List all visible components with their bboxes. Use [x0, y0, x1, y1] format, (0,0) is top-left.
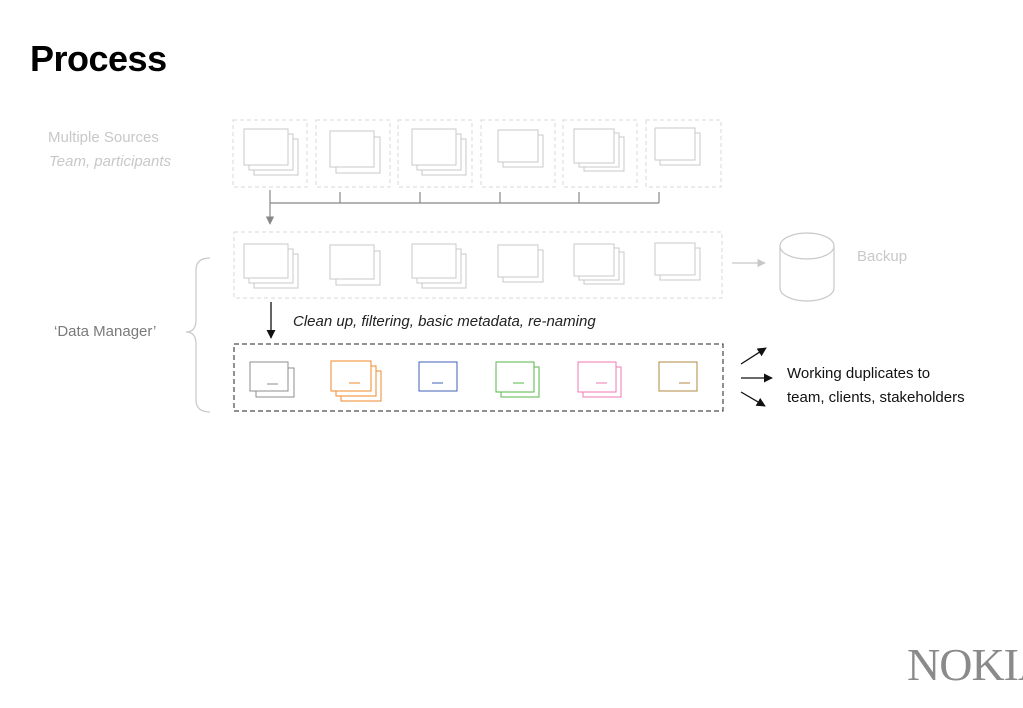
- collector-connector: [265, 190, 660, 225]
- source-box-4: [480, 119, 556, 188]
- backup-database-icon: [779, 232, 835, 302]
- working-set-brown: [658, 361, 698, 392]
- sources-label: Multiple Sources: [48, 129, 159, 146]
- working-set-gray: [249, 361, 295, 398]
- distribution-arrows: [740, 347, 773, 407]
- collected-container: [233, 231, 723, 299]
- source-box-5: [562, 119, 638, 188]
- data-manager-label: ‘Data Manager’: [54, 323, 157, 340]
- page-title: Process: [30, 38, 167, 79]
- source-boxes-row: [232, 119, 722, 188]
- source-box-3: [397, 119, 473, 188]
- collected-row: [233, 231, 723, 299]
- working-set-blue: [418, 361, 458, 392]
- source-box-6: [645, 119, 722, 188]
- working-set-pink: [577, 361, 622, 398]
- collected-set-4: [497, 244, 544, 283]
- working-duplicates-line-2: team, clients, stakeholders: [787, 389, 965, 406]
- source-box-2: [315, 119, 391, 188]
- arrow-up-right: [740, 347, 767, 365]
- source-box-1: [232, 119, 308, 188]
- arrow-down-right: [740, 391, 766, 407]
- working-duplicates-line-1: Working duplicates to: [787, 365, 931, 382]
- collected-set-3: [411, 243, 467, 289]
- collected-set-2: [329, 244, 381, 286]
- working-set-orange: [330, 360, 382, 402]
- working-copies-row: [233, 343, 724, 412]
- process-step-note: Clean up, filtering, basic metadata, re-…: [293, 313, 596, 330]
- collected-set-1: [243, 243, 299, 289]
- working-set-green: [495, 361, 540, 398]
- working-duplicates-text: Working duplicates to team, clients, sta…: [787, 362, 965, 410]
- data-manager-brace: [185, 257, 211, 413]
- sources-sublabel: Team, participants: [49, 153, 172, 170]
- collected-set-6: [654, 242, 701, 281]
- working-copies-container: [233, 343, 724, 412]
- collected-set-5: [573, 243, 625, 285]
- nokia-logo: NOKIA: [907, 639, 1023, 690]
- backup-label: Backup: [857, 248, 908, 265]
